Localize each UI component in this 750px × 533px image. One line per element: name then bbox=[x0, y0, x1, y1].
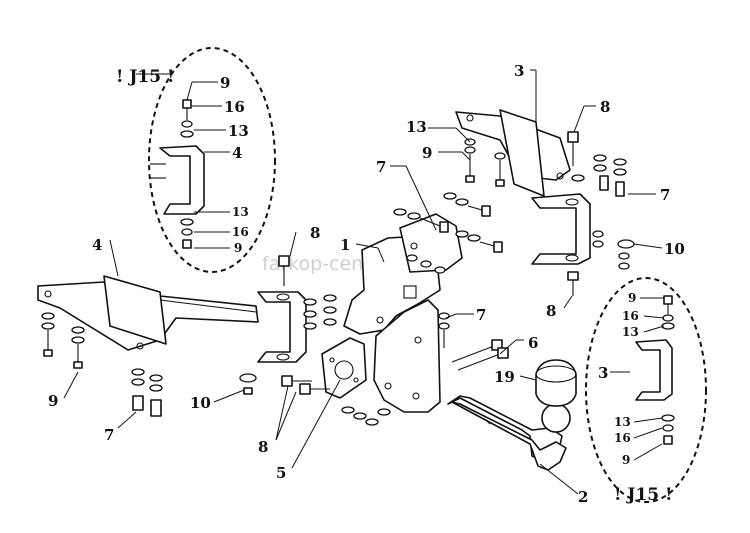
label-6-bolts: 6 bbox=[528, 334, 538, 352]
label-8-bottom-right: 8 bbox=[546, 302, 556, 320]
label-2-ball-neck: 2 bbox=[578, 488, 588, 506]
label-9-callout-bottom: 9 bbox=[628, 291, 636, 305]
label-8-top-right: 8 bbox=[600, 98, 610, 116]
label-16-callout-bottom-lower: 16 bbox=[614, 431, 631, 445]
label-19-cap: 19 bbox=[494, 368, 515, 386]
left-u-bracket bbox=[257, 291, 307, 363]
label-8-bottom: 8 bbox=[258, 438, 268, 456]
label-8-top-left: 8 bbox=[310, 224, 320, 242]
label-1-central: 1 bbox=[340, 236, 350, 254]
label-9-callout-top: 9 bbox=[220, 74, 230, 92]
label-13-right-member: 13 bbox=[406, 118, 427, 136]
label-9-callout-bottom-lower: 9 bbox=[622, 453, 630, 467]
right-u-bracket bbox=[531, 193, 591, 265]
label-13-callout-bottom-lower: 13 bbox=[614, 415, 631, 429]
label-9-left: 9 bbox=[48, 392, 58, 410]
label-4-callout: 4 bbox=[232, 144, 242, 162]
label-10-right: 10 bbox=[664, 240, 685, 258]
label-7-center: 7 bbox=[476, 306, 486, 324]
callout-ellipse-bottom-right bbox=[585, 277, 707, 503]
tow-ball-neck bbox=[447, 395, 571, 471]
socket-plate bbox=[321, 337, 367, 399]
label-5-socket-plate: 5 bbox=[276, 464, 286, 482]
label-9-callout-top-lower: 9 bbox=[234, 241, 242, 255]
right-side-bracket bbox=[455, 109, 571, 197]
label-3-right-member: 3 bbox=[514, 62, 524, 80]
vertical-mounting-plate bbox=[373, 299, 441, 413]
label-16-callout-bottom: 16 bbox=[622, 309, 639, 323]
label-13-callout-top-lower: 13 bbox=[232, 205, 249, 219]
callout-ellipse-top-left bbox=[148, 47, 276, 273]
callout-bracket-right bbox=[635, 339, 673, 401]
label-3-callout: 3 bbox=[598, 364, 608, 382]
label-13-callout-top: 13 bbox=[228, 122, 249, 140]
label-16-callout-top: 16 bbox=[224, 98, 245, 116]
label-7-top-center: 7 bbox=[376, 158, 386, 176]
j15-mark-top: ! J15 ! bbox=[116, 67, 174, 87]
leader-lines bbox=[63, 69, 665, 495]
label-7-left: 7 bbox=[104, 426, 114, 444]
ball-cap bbox=[535, 359, 577, 407]
label-4-left-member: 4 bbox=[92, 236, 102, 254]
callout-bracket-left bbox=[150, 145, 205, 215]
left-side-bracket bbox=[37, 275, 259, 351]
label-13-callout-bottom: 13 bbox=[622, 325, 639, 339]
callout-labels: ! J15 ! ! J15 ! 9 16 13 4 13 16 9 4 9 7 … bbox=[48, 62, 685, 506]
label-16-callout-top-lower: 16 bbox=[232, 225, 249, 239]
j15-mark-bottom: ! J15 ! bbox=[614, 485, 672, 505]
label-9-right-member: 9 bbox=[422, 144, 432, 162]
label-7-right: 7 bbox=[660, 186, 670, 204]
fasteners bbox=[41, 99, 675, 445]
label-10-left: 10 bbox=[190, 394, 211, 412]
